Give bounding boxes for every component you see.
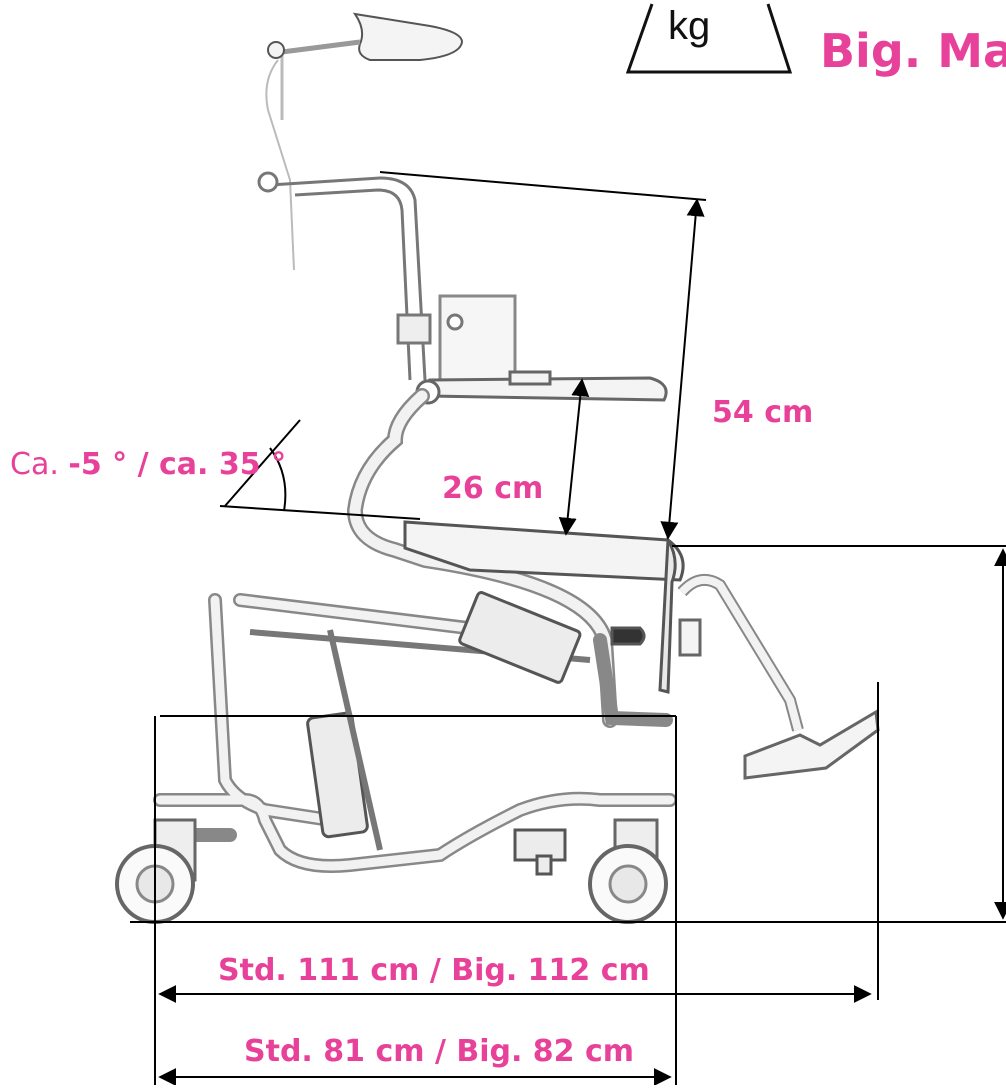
dimension-base-length (158, 715, 677, 1086)
dimension-seat-height (130, 545, 1006, 923)
backrest-frame (257, 171, 517, 383)
tilt-angle-label: Ca. -5 ° / ca. 35 ° (10, 450, 286, 480)
seat (403, 520, 685, 694)
caster-wheel-front (588, 818, 668, 924)
dimension-total-length (154, 682, 879, 1085)
brand-title: Big. Ma (820, 24, 1006, 78)
total-length-label: Std. 111 cm / Big. 112 cm (218, 953, 650, 988)
base-length-label: Std. 81 cm / Big. 82 cm (244, 1034, 635, 1069)
actuator (249, 591, 646, 876)
weight-badge-icon (625, 3, 793, 74)
dimension-tilt-angle (219, 419, 421, 520)
armrest-height-label: 26 cm (442, 471, 544, 506)
footrest (677, 573, 880, 780)
weight-unit-label: kg (668, 4, 711, 48)
headrest (265, 12, 464, 271)
lower-frame (153, 593, 677, 873)
dimension-armrest-height (558, 378, 590, 536)
tilt-angle-prefix: Ca. (10, 447, 69, 482)
dimension-back-height (379, 171, 707, 540)
back-height-label: 54 cm (712, 395, 814, 430)
tilt-angle-value: -5 ° / ca. 35 ° (68, 447, 287, 482)
